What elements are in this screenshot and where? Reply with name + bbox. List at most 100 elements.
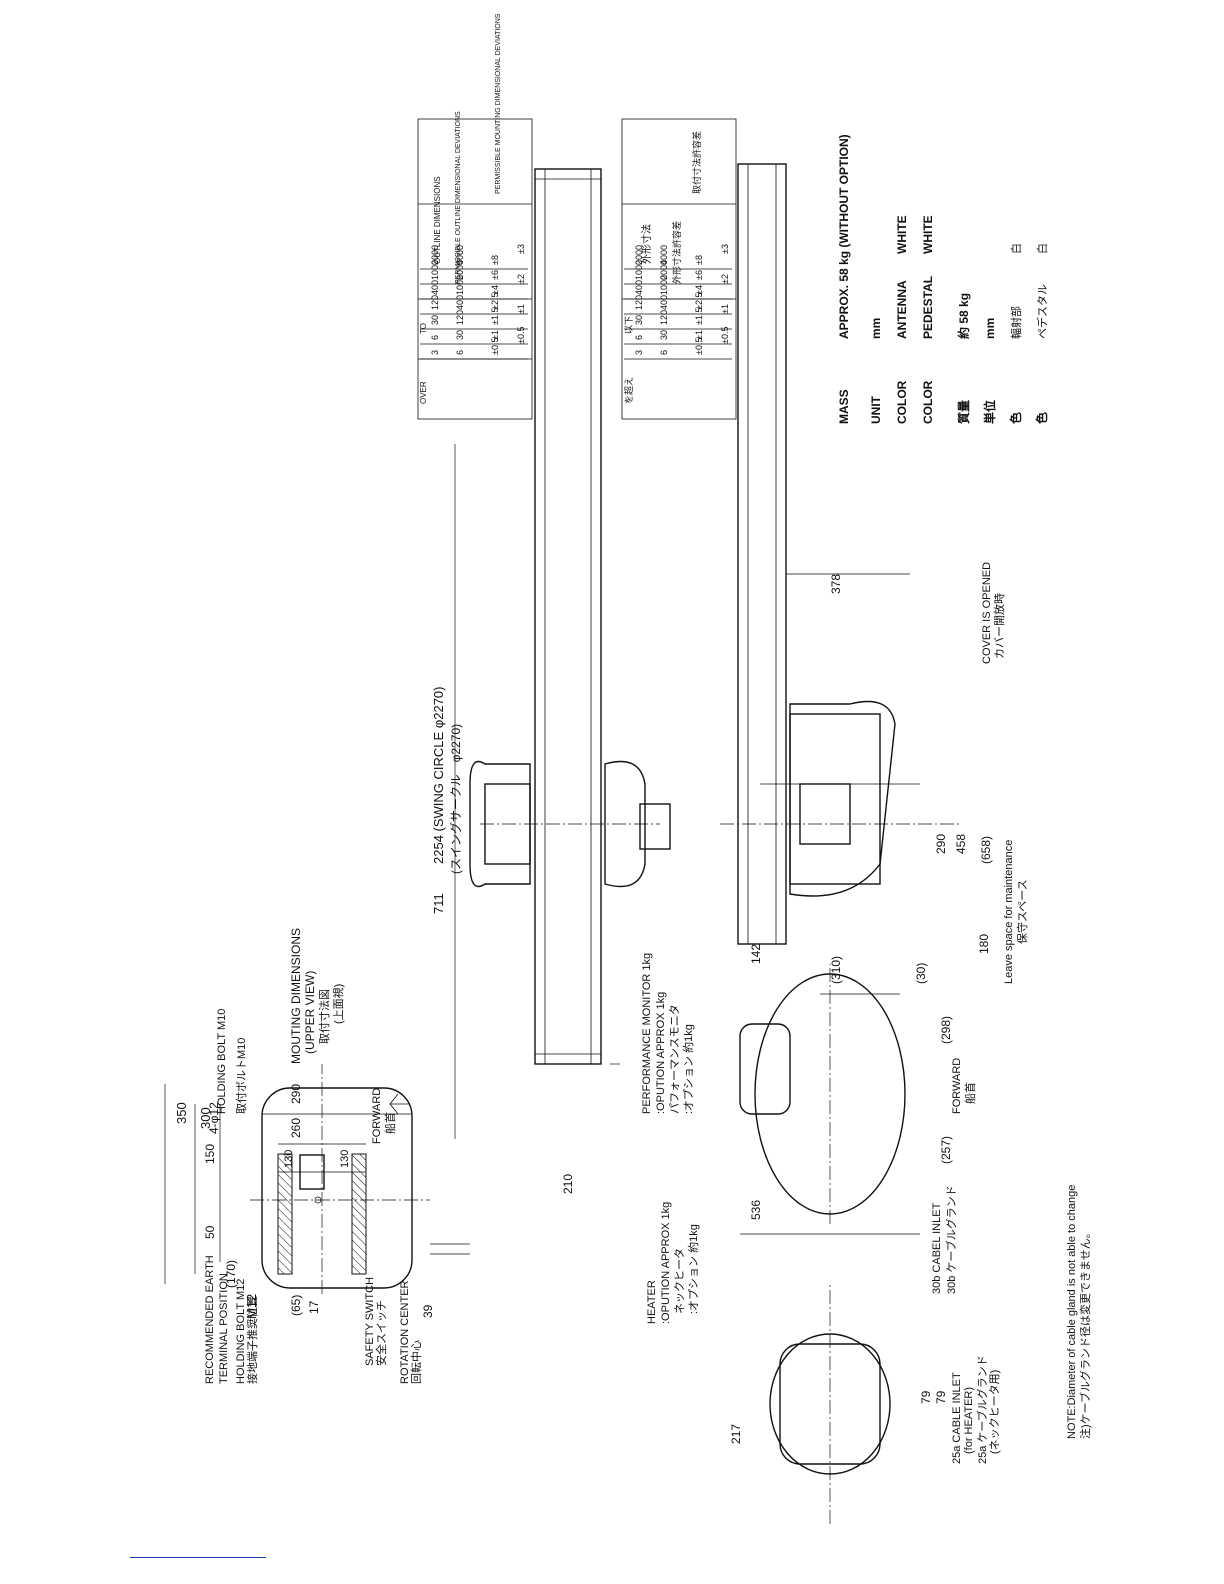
antenna-top-view: 711 2254 (SWING CIRCLE φ2270) (スイングサークル … <box>431 168 671 1194</box>
dim-65: (65) <box>289 1295 303 1316</box>
perf-monitor-label-2: :OPUTION APPROX 1kg <box>655 992 667 1114</box>
perf-monitor-jp-label: パフォーマンスモニタ <box>668 1004 681 1114</box>
dim-658: (658) <box>979 836 993 864</box>
table-jp-h-outline: 外形寸法 <box>640 224 653 264</box>
table-en-h-over: OVER <box>419 381 428 404</box>
spec-jp-color-label-2: 色 <box>1034 412 1049 424</box>
spec-color-val-2: WHITE <box>921 215 935 254</box>
mounting-forward-label: FORWARD <box>371 1088 383 1144</box>
spec-mass-label: MASS <box>837 389 851 424</box>
dim-310: (310) <box>829 956 843 984</box>
table-cell-to: 30 <box>659 330 669 340</box>
heater-label-1: HEATER <box>646 1280 658 1324</box>
forward-arrow-icon <box>389 1093 410 1115</box>
table-cell-over: 1000 <box>430 260 440 280</box>
dim-298: (298) <box>939 1016 953 1044</box>
spec-jp-unit-value: mm <box>983 318 997 339</box>
table-cell-dev: ±4 <box>490 285 500 295</box>
table-cell-dev: ±1.5 <box>490 308 500 325</box>
mounting-subtitle-jp: (上面視) <box>331 984 345 1024</box>
table-cell-dev: ±2.5 <box>694 293 704 310</box>
dim-290: 290 <box>289 1084 303 1104</box>
maintenance-jp-label: 保守スペース <box>1015 879 1029 944</box>
table-cell-mount: ±2 <box>516 274 526 284</box>
dim-142: 142 <box>749 944 763 964</box>
spec-color-part-1: ANTENNA <box>895 280 909 339</box>
spec-jp-color-val-1: 白 <box>1009 243 1023 254</box>
table-cell-to: 1000 <box>659 275 669 295</box>
table-cell-dev: ±8 <box>694 255 704 265</box>
pedestal-views: 536 (257) (298) PERFORMANCE MONITOR 1kg … <box>641 953 1001 1524</box>
table-cell-mount: ±3 <box>516 244 526 254</box>
dim-536: 536 <box>749 1200 763 1220</box>
dim-290-side: 290 <box>934 834 948 854</box>
table-cell-over: 400 <box>634 280 644 295</box>
table-cell-mount: ±1 <box>720 304 730 314</box>
table-cell-mount: ±1 <box>516 304 526 314</box>
maintenance-label: Leave space for maintenance <box>1003 840 1015 984</box>
table-cell-dev: ±6 <box>490 270 500 280</box>
perf-monitor-jp-label-2: :オプション 約1kg <box>681 1024 695 1114</box>
dim-79a: 79 <box>919 1390 933 1404</box>
dim-79b: 79 <box>934 1390 948 1404</box>
table-jp-h-perm-outline: 外形寸法許容差 <box>671 221 682 284</box>
table-cell-to: 400 <box>455 295 465 310</box>
cover-opened-label: COVER IS OPENED <box>981 562 993 664</box>
table-cell-to: 2000 <box>659 260 669 280</box>
table-jp-h-to: 以下 <box>624 316 634 334</box>
table-cell-over: 2000 <box>634 245 644 265</box>
footer-rule <box>130 1557 266 1558</box>
heater-label-2: :OPUTION APPROX 1kg <box>660 1202 672 1324</box>
table-cell-over: 30 <box>634 315 644 325</box>
table-cell-to: 30 <box>455 330 465 340</box>
dim-458: 458 <box>954 834 968 854</box>
rotation-center-label: ROTATION CENTER <box>399 1280 411 1384</box>
table-cell-dev: ±4 <box>694 285 704 295</box>
m12-label: M12 <box>244 1294 259 1319</box>
table-cell-to: 6 <box>659 350 669 355</box>
cable-25a-jp-label: 25a ケーブルグランド <box>975 1355 989 1464</box>
note-jp: 注)ケーブルグランド径は変更できません。 <box>1078 1227 1092 1439</box>
dim-217: 217 <box>729 1424 743 1444</box>
swing-circle-jp-label: (スイングサークル φ2270) <box>449 724 463 874</box>
spec-unit-value: mm <box>869 318 883 339</box>
mounting-title-jp: 取付寸法図 <box>317 989 331 1044</box>
dim-130b: 130 <box>339 1150 351 1168</box>
table-cell-mount: ±3 <box>720 244 730 254</box>
cable-30b-label: 30b CABEL INLET <box>931 1202 943 1294</box>
spec-jp-color-val-2: 白 <box>1035 243 1049 254</box>
table-cell-over: 1000 <box>634 260 644 280</box>
mounting-subtitle: (UPPER VIEW) <box>303 971 317 1054</box>
table-cell-to: 120 <box>659 310 669 325</box>
earth-jp-label: 接地端子推奨位置 <box>245 1296 259 1384</box>
dim-50: 50 <box>203 1225 217 1239</box>
table-cell-dev: ±1 <box>694 330 704 340</box>
spec-jp-color-part-2: ペデスタル <box>1035 284 1049 339</box>
heater-jp-label: ネックヒータ <box>673 1248 686 1314</box>
cable-30b-jp-label: 30b ケーブルグランド <box>944 1185 958 1294</box>
table-cell-to: 1000 <box>455 275 465 295</box>
table-en-h-perm-outline: PERMISSIBLE OUTLINE DIMENSIONAL DEVIATIO… <box>455 111 462 284</box>
pedestal-forward-label: FORWARD <box>951 1058 963 1114</box>
safety-switch-label: SAFETY SWITCH <box>364 1277 376 1366</box>
table-cell-over: 30 <box>430 315 440 325</box>
spec-color-val-1: WHITE <box>895 215 909 254</box>
table-jp-h-perm-mount: 取付寸法許容差 <box>691 131 702 194</box>
earth-label-1: RECOMMENDED EARTH <box>204 1255 216 1384</box>
table-cell-to: 4000 <box>659 245 669 265</box>
table-jp-h-over: を超え <box>623 377 634 404</box>
table-cell-mount: ±0.5 <box>720 327 730 344</box>
dim-210: 210 <box>561 1174 575 1194</box>
mounting-dimensions-view: 350 300 150 50 290 260 130 130 (170) (65… <box>164 928 470 1384</box>
cable-25a-label-1: 25a CABLE INLET <box>951 1372 963 1464</box>
holding-bolt-m10-jp-label: 取付ボルトM10 <box>235 1038 248 1114</box>
table-cell-over: 3 <box>634 350 644 355</box>
table-en-h-perm-mount: PERMISSIBLE MOUNTING DIMENSIONAL DEVIATI… <box>495 13 502 194</box>
cover-opened-jp-label: カバー開放時 <box>992 593 1006 659</box>
spec-block: MASS APPROX. 58 kg (WITHOUT OPTION) UNIT… <box>837 134 1049 424</box>
cable-25a-label-2: (for HEATER) <box>963 1387 975 1454</box>
dim-30: (30) <box>914 963 928 984</box>
